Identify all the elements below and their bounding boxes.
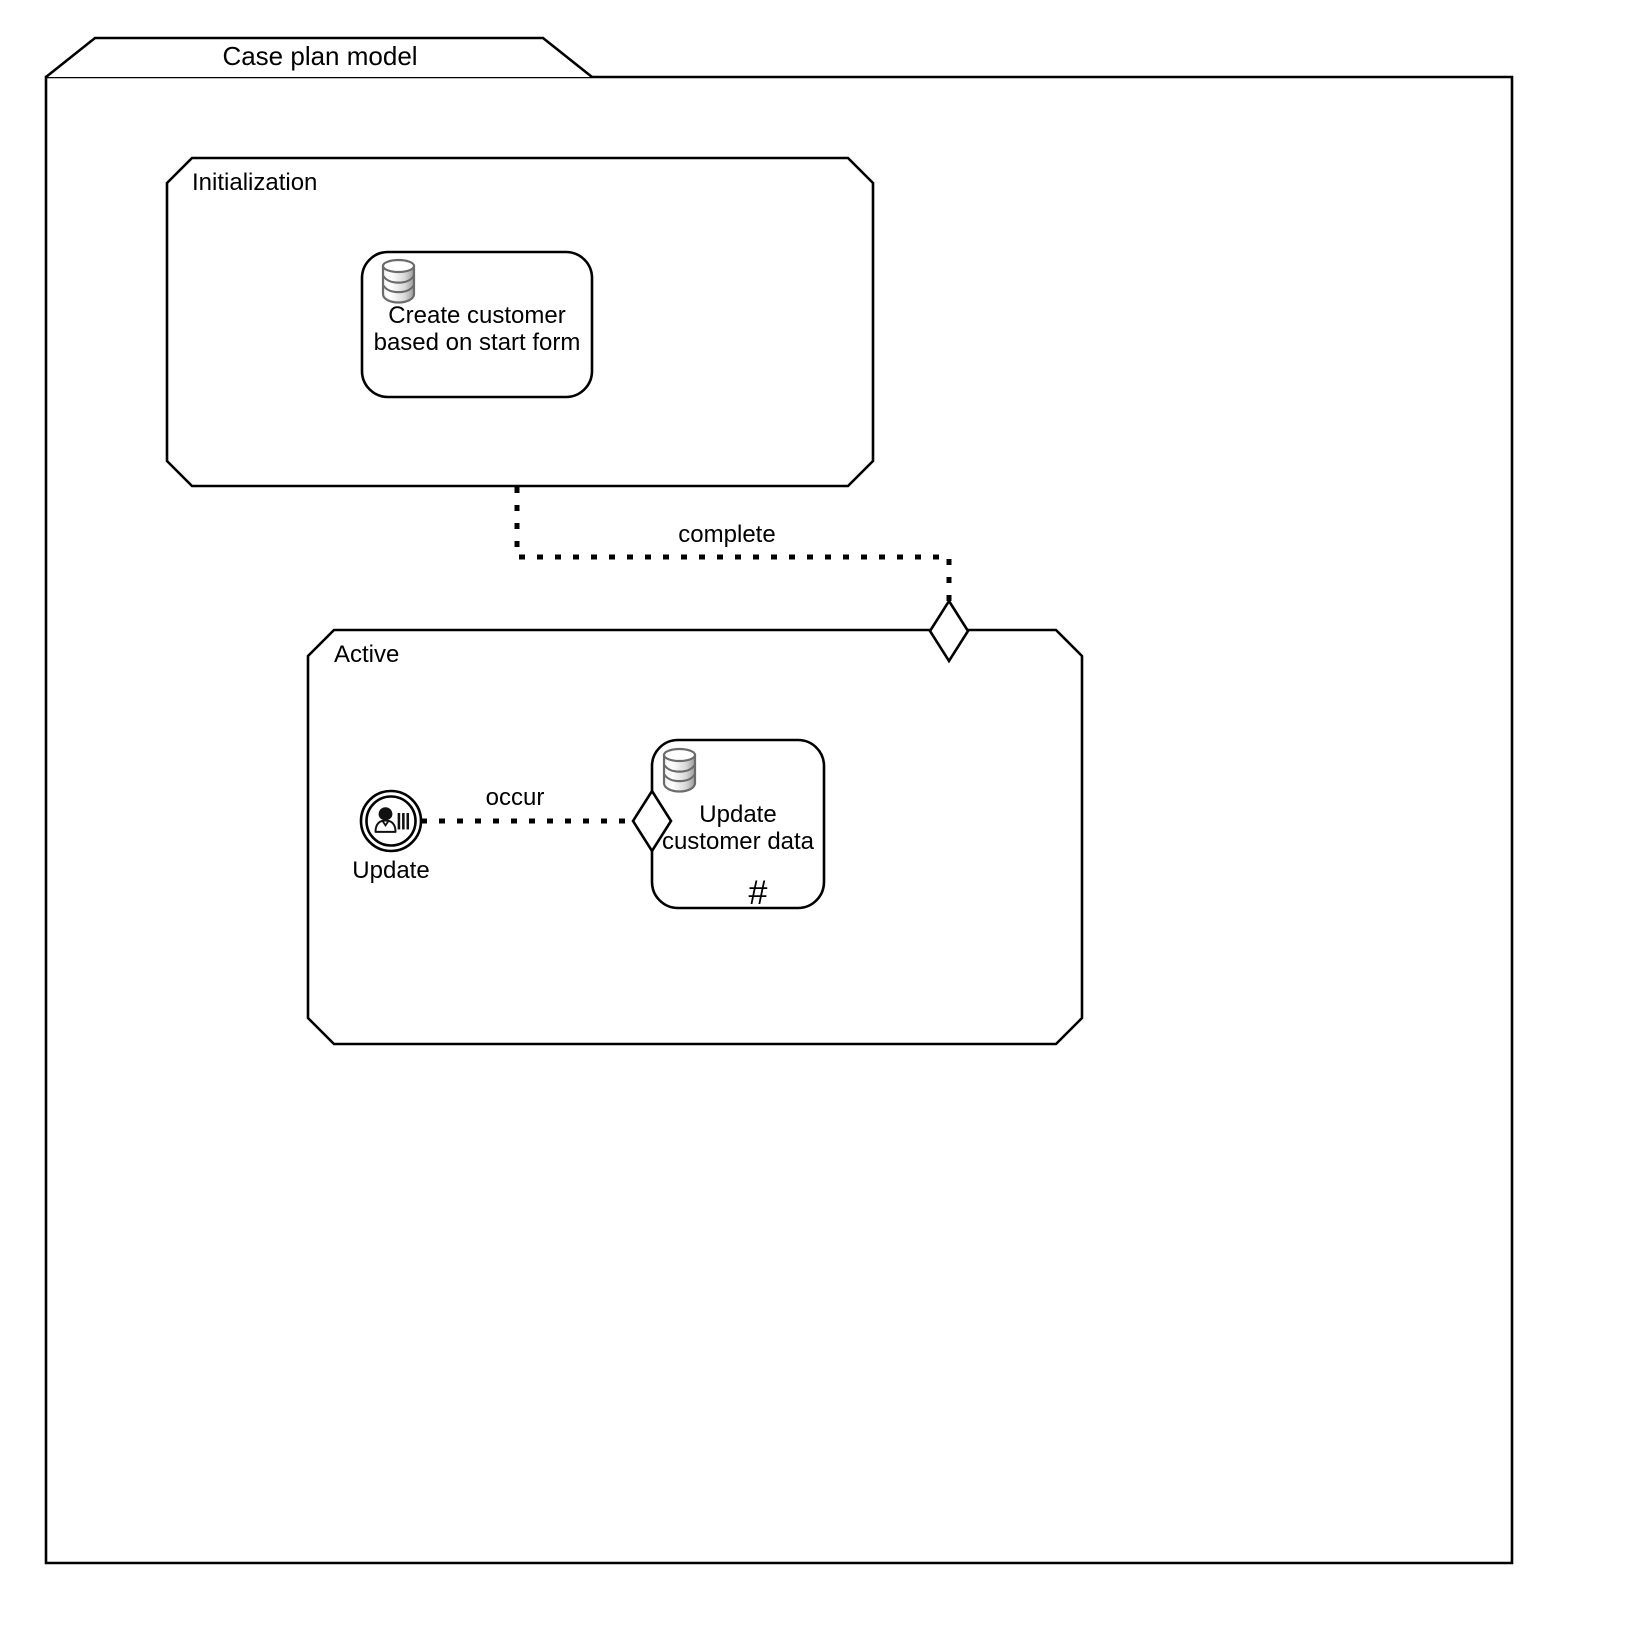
task-create-customer-shape bbox=[360, 250, 594, 399]
complete-connector-line bbox=[514, 487, 952, 603]
event-listener-update[interactable]: Update bbox=[352, 789, 430, 884]
entry-sentry-update-task[interactable] bbox=[631, 788, 673, 854]
case-plan-model-label: Case plan model bbox=[222, 41, 417, 71]
repetition-hash-marker: # bbox=[749, 874, 768, 912]
stage-active-label: Active bbox=[334, 641, 399, 668]
task-update-customer-data[interactable]: Update customer data # bbox=[650, 738, 826, 912]
occur-connector-label: occur bbox=[486, 784, 545, 811]
database-icon bbox=[662, 747, 697, 793]
connector-complete[interactable]: complete bbox=[514, 487, 952, 603]
stage-initialization-label: Initialization bbox=[192, 169, 317, 196]
connector-occur[interactable]: occur bbox=[421, 784, 634, 824]
task-update-customer-data-label-line-2: customer data bbox=[662, 828, 815, 855]
case-plan-tab bbox=[45, 36, 593, 79]
complete-connector-label: complete bbox=[678, 521, 775, 548]
task-create-customer[interactable]: Create customer based on start form bbox=[360, 250, 594, 399]
task-update-customer-data-label-line-1: Update bbox=[699, 801, 776, 828]
entry-sentry-active-stage[interactable] bbox=[928, 598, 970, 664]
task-create-customer-label-line-2: based on start form bbox=[374, 329, 581, 356]
task-create-customer-label-line-1: Create customer bbox=[388, 302, 565, 329]
entry-sentry-update-task-diamond bbox=[631, 788, 673, 854]
event-listener-update-label: Update bbox=[352, 857, 429, 884]
entry-sentry-active-diamond bbox=[928, 598, 970, 664]
database-icon bbox=[381, 258, 416, 304]
